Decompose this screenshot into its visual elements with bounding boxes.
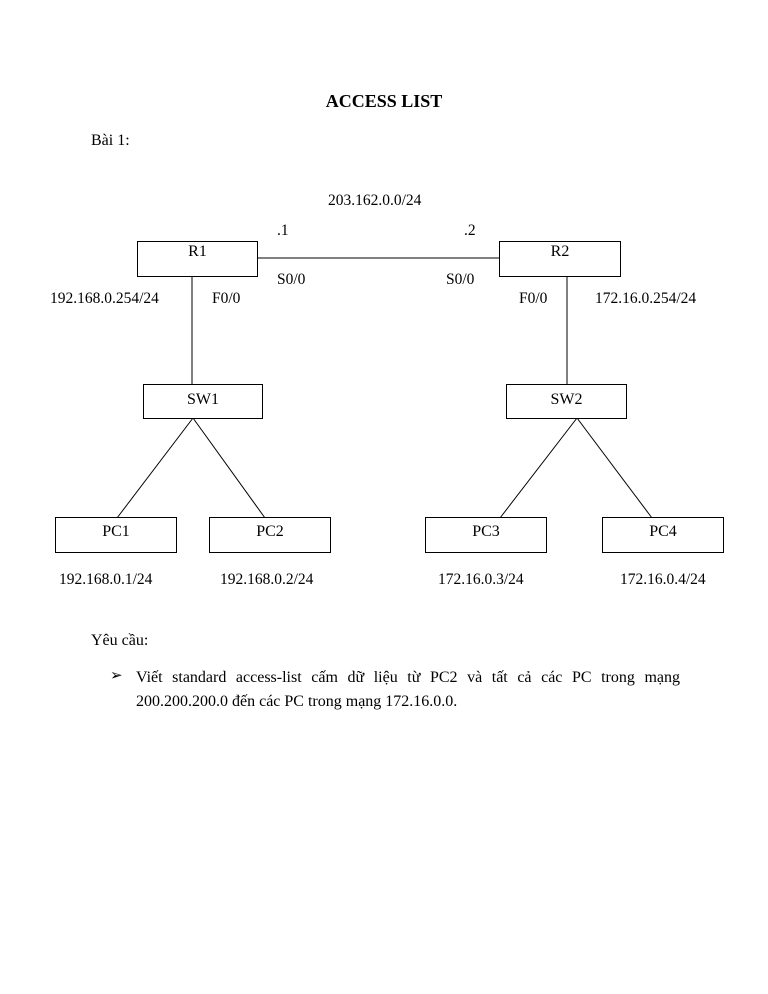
pc1-box: PC1 [55,517,177,553]
sw1-pc2-link [192,417,266,519]
pc4-label: PC4 [649,523,677,540]
switch-sw2: SW2 [506,384,627,419]
pc3-box: PC3 [425,517,547,553]
page-title: ACCESS LIST [325,91,443,111]
r1-fa-label: F0/0 [212,290,241,307]
pc2-ip-label: 192.168.0.2/24 [220,571,314,588]
r1-serial-label: S0/0 [277,271,306,288]
r1-lan-label: 192.168.0.254/24 [50,290,159,307]
r2-wan-ip-label: .2 [464,222,476,239]
pc4-ip-label: 172.16.0.4/24 [620,571,706,588]
switch-sw1-label: SW1 [187,390,219,408]
pc3-label: PC3 [472,523,500,540]
pc3-ip-label: 172.16.0.3/24 [438,571,524,588]
router-r1-label: R1 [188,243,207,260]
pc1-label: PC1 [102,523,130,540]
exercise-label: Bài 1: [91,132,130,149]
pc2-box: PC2 [209,517,331,553]
r2-fa-label: F0/0 [519,290,548,307]
sw1-pc1-link [116,417,194,519]
pc1-ip-label: 192.168.0.1/24 [59,571,153,588]
requirement-item: ➢ Viết standard access-list cấm dữ liệu … [110,666,680,714]
sw2-pc3-link [499,417,578,519]
wan-network-label: 203.162.0.0/24 [328,192,422,209]
requirement-text: Viết standard access-list cấm dữ liệu từ… [136,669,680,710]
router-r2-label: R2 [550,243,570,260]
pc4-box: PC4 [602,517,724,553]
switch-sw2-label: SW2 [550,390,583,408]
switch-sw1: SW1 [143,384,263,419]
sw2-pc4-link [576,417,653,519]
arrow-bullet-icon: ➢ [110,668,123,684]
router-r1: R1 [137,241,258,277]
pc2-label: PC2 [256,523,284,540]
r1-wan-ip-label: .1 [277,222,289,239]
r2-lan-label: 172.16.0.254/24 [595,290,697,307]
requirements-heading: Yêu cầu: [91,632,149,649]
r2-serial-label: S0/0 [446,271,475,288]
router-r2: R2 [499,241,621,277]
